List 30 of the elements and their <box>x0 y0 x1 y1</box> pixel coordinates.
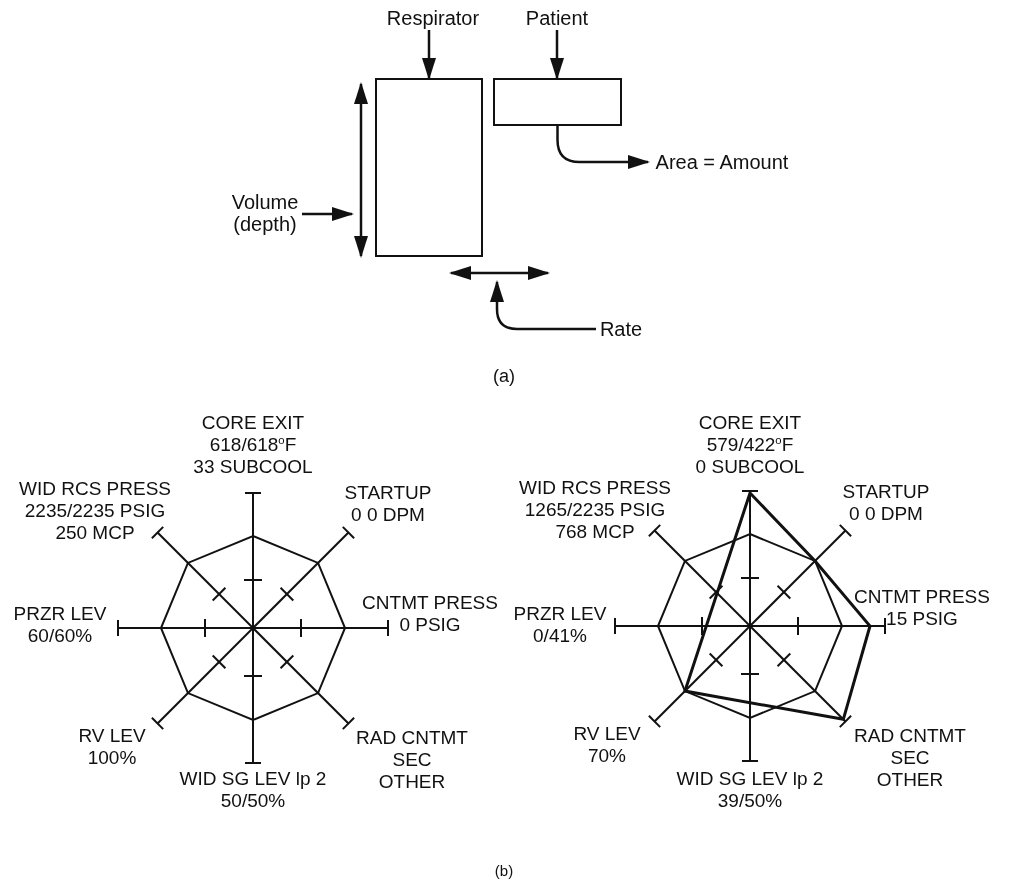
axis-label: RV LEV 70% <box>573 723 641 767</box>
axis-label: PRZR LEV 0/41% <box>513 603 607 647</box>
annotation-text: Volume (depth) <box>228 190 302 236</box>
arrow <box>490 280 596 331</box>
axis-label: (a) <box>493 366 515 387</box>
outlined-rectangle <box>493 78 622 126</box>
axis-label: STARTUP 0 0 DPM <box>344 482 432 526</box>
axis-label: WID RCS PRESS 1265/2235 PSIG 768 MCP <box>519 477 671 543</box>
axis-label: CNTMT PRESS 0 PSIG <box>362 592 498 636</box>
axis-label: CORE EXIT 618/618$^{o}$F 33 SUBCOOL <box>193 412 313 478</box>
arrow <box>556 126 650 169</box>
outlined-rectangle <box>375 78 483 257</box>
axis-label: PRZR LEV 60/60% <box>13 603 107 647</box>
axis-label: RAD CNTMT SEC OTHER <box>854 725 966 791</box>
axis-label: STARTUP 0 0 DPM <box>842 481 930 525</box>
axis-label: CNTMT PRESS 15 PSIG <box>854 586 990 630</box>
annotation-text: Patient <box>524 6 590 30</box>
annotation-text: Rate <box>598 317 644 341</box>
axis-label: (b) <box>494 862 514 880</box>
arrow <box>422 30 436 80</box>
annotation-text: Area = Amount <box>652 150 792 174</box>
arrow <box>550 30 564 80</box>
axis-label: WID SG LEV lp 2 39/50% <box>676 768 824 812</box>
axis-label: RAD CNTMT SEC OTHER <box>356 727 468 793</box>
axis-label: WID SG LEV lp 2 50/50% <box>179 768 327 812</box>
axis-label: WID RCS PRESS 2235/2235 PSIG 250 MCP <box>19 478 171 544</box>
axis-label: CORE EXIT 579/422$^{o}$F 0 SUBCOOL <box>695 412 805 478</box>
arrow <box>302 207 354 221</box>
axis-label: RV LEV 100% <box>78 725 146 769</box>
annotation-text: Respirator <box>385 6 481 30</box>
